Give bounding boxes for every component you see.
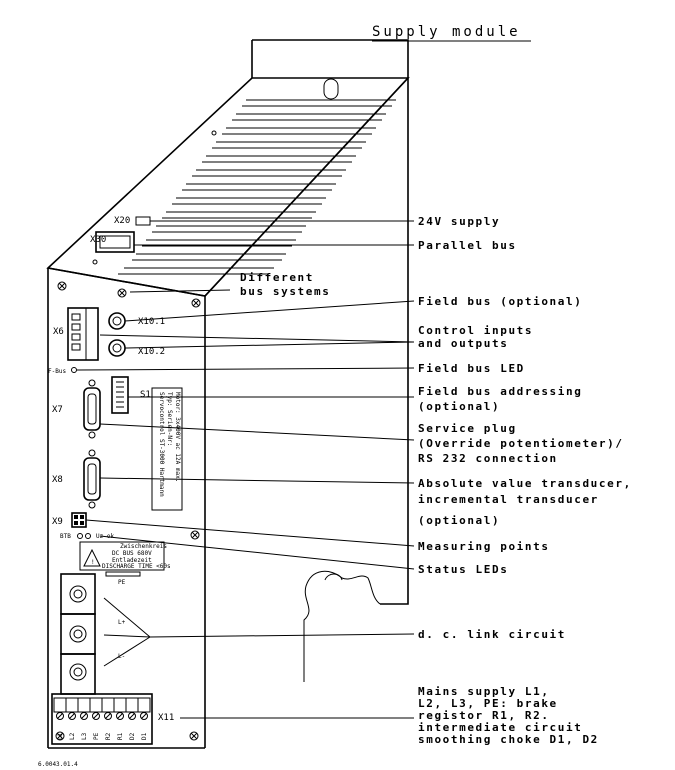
x11-terminal-label: D1 <box>141 732 148 740</box>
x11-terminal-label: R2 <box>105 732 112 740</box>
warning-triangle-icon <box>83 548 101 567</box>
callout-field-bus: Field bus (optional) <box>418 295 582 308</box>
x11-terminal-label: L3 <box>81 732 88 740</box>
screw-bottom-left <box>55 731 65 741</box>
callout-dc-link: d. c. link circuit <box>418 628 566 641</box>
warning-line-4: DISCHARGE TIME <60s <box>102 563 171 570</box>
x6-label: X6 <box>53 327 64 337</box>
x20-connector <box>135 216 151 226</box>
mounting-plate <box>251 39 409 682</box>
x9-label: X9 <box>52 517 63 527</box>
x8-subd-connector <box>83 449 101 509</box>
callout-mains-2: L2, L3, PE: brake <box>418 697 558 710</box>
x7-subd-connector <box>83 379 101 439</box>
callout-bus-systems-2: bus systems <box>240 285 330 298</box>
l-plus-label: L+ <box>118 619 126 626</box>
callout-transducer-2: incremental transducer <box>418 493 599 506</box>
btb-led <box>77 533 83 539</box>
x11-terminal-l1: L1 <box>53 697 67 740</box>
callout-transducer-1: Absolute value transducer, <box>418 477 632 490</box>
x30-connector <box>95 231 135 253</box>
warning-label: ! Zwischenkreis DC BUS 680V Entladezeit … <box>79 541 171 571</box>
callout-service-1: Service plug <box>418 422 517 435</box>
callout-field-bus-led: Field bus LED <box>418 362 525 375</box>
front-face: X6 X10.1 X10.2 F-Bus S1 <box>47 77 409 749</box>
callout-mains-3: registor R1, R2. <box>418 709 550 722</box>
dc-terminal-l-minus <box>60 653 96 695</box>
screw-top-left <box>57 281 67 291</box>
leader-lines <box>76 220 415 719</box>
nameplate-line-2: Typ: Serien-Nr: <box>166 392 173 446</box>
callout-bus-systems-1: Different <box>240 271 314 284</box>
callout-mains-4: intermediate circuit <box>418 721 582 734</box>
screw-bottom-right <box>189 731 199 741</box>
x10-1-label: X10.1 <box>138 317 165 327</box>
fbus-label: F-Bus <box>48 368 66 375</box>
keyhole-mount <box>323 78 339 100</box>
nameplate: Servocontrol ST-3000 Hartmann Typ: Serie… <box>151 387 183 511</box>
callout-status-leds: Status LEDs <box>418 563 508 576</box>
warning-line-1: Zwischenkreis <box>120 543 167 550</box>
x10-2-label: X10.2 <box>138 347 165 357</box>
callout-mains-5: smoothing choke D1, D2 <box>418 733 599 746</box>
x10-2-connector <box>108 339 126 357</box>
x11-terminal-r2: R2 <box>101 697 115 740</box>
svg-text:!: ! <box>91 559 95 566</box>
s1-dip-switch <box>111 376 129 414</box>
x11-terminal-l3: L3 <box>77 697 91 740</box>
x11-terminal-strip: L1 L2 L3 PE R2 R1 D2 D1 <box>51 693 153 745</box>
cooling-fins <box>118 99 396 275</box>
dc-terminal-pe <box>60 573 96 615</box>
x11-label: X11 <box>158 713 174 723</box>
x11-terminal-label: L1 <box>57 732 64 740</box>
btb-label: BTB <box>60 533 71 540</box>
dc-terminal-l-plus <box>60 613 96 655</box>
fbus-led <box>71 367 77 373</box>
x11-terminal-r1: R1 <box>113 697 127 740</box>
x11-terminal-label: D2 <box>129 732 136 740</box>
callout-addressing-1: Field bus addressing <box>418 385 582 398</box>
callout-addressing-2: (optional) <box>418 400 500 413</box>
x8-label: X8 <box>52 475 63 485</box>
callout-measuring-points: Measuring points <box>418 540 550 553</box>
l-minus-label: L- <box>118 653 125 660</box>
nameplate-line-1: Servocontrol ST-3000 Hartmann <box>158 392 165 497</box>
callout-mains-1: Mains supply L1, <box>418 685 550 698</box>
x11-terminal-l2: L2 <box>65 697 79 740</box>
x9-measuring-points <box>71 512 87 528</box>
s1-label: S1 <box>140 390 151 400</box>
warning-line-2: DC BUS 680V <box>112 550 152 557</box>
top-face: X20 X30 <box>46 77 410 297</box>
nameplate-line-3: Motor: 3x400V ac 12A max. <box>174 392 181 482</box>
figure-id: 6.0043.01.4 <box>38 761 78 768</box>
x11-terminal-d2: D2 <box>125 697 139 740</box>
callout-labels: 24V supply Parallel bus Different bus sy… <box>240 215 632 746</box>
x30-label: X30 <box>90 235 106 245</box>
callout-service-3: RS 232 connection <box>418 452 558 465</box>
x7-label: X7 <box>52 405 63 415</box>
x11-terminal-label: R1 <box>117 732 124 740</box>
diagram-title: Supply module <box>372 24 521 40</box>
callout-parallel-bus: Parallel bus <box>418 239 517 252</box>
x11-terminal-pe: PE <box>89 697 103 740</box>
screw-top-mid <box>117 288 127 298</box>
callout-transducer-3: (optional) <box>418 514 500 527</box>
screw-mid-right <box>190 530 200 540</box>
x6-terminal-block <box>67 307 99 361</box>
screw-top-right <box>191 298 201 308</box>
warning-line-3: Entladezeit <box>112 557 152 564</box>
cutaway-break <box>303 570 381 682</box>
x20-label: X20 <box>114 216 130 226</box>
x11-terminal-d1: D1 <box>137 697 151 740</box>
callout-service-2: (Override potentiometer)/ <box>418 437 624 450</box>
callout-control-2: and outputs <box>418 337 508 350</box>
callout-24v-supply: 24V supply <box>418 215 500 228</box>
pe-label: PE <box>118 579 126 586</box>
callout-control-1: Control inputs <box>418 324 533 337</box>
uz-ok-led <box>85 533 91 539</box>
x10-1-connector <box>108 312 126 330</box>
x11-terminal-label: L2 <box>69 732 76 740</box>
x11-terminal-label: PE <box>93 732 100 740</box>
